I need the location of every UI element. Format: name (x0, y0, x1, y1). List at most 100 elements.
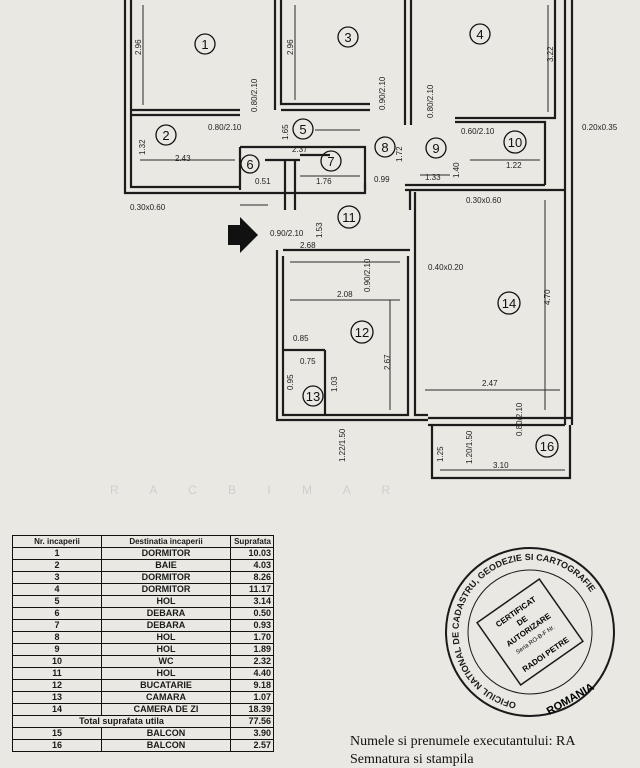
dim-r14-width: 2.47 (482, 379, 498, 388)
cell-room-purpose: HOL (101, 595, 231, 608)
dim-col-b: 0.30x0.60 (130, 203, 166, 212)
cell-room-number: 16 (12, 739, 102, 752)
dim-r10-door: 0.60/2.10 (461, 127, 495, 136)
dim-r13-a: 0.85 (293, 334, 309, 343)
room-16: 16 (540, 439, 554, 454)
room-11: 11 (342, 210, 356, 225)
dim-r13-left: 0.95 (286, 374, 295, 390)
dim-r13-height: 1.03 (330, 376, 339, 392)
dim-col-c: 0.30x0.60 (466, 196, 502, 205)
cell-area: 1.70 (230, 631, 274, 644)
cell-room-number: 9 (12, 643, 102, 656)
dim-r9-left: 0.99 (374, 175, 390, 184)
cell-area: 9.18 (230, 679, 274, 692)
dim-col-d: 0.40x0.20 (428, 263, 464, 272)
dim-door1: 0.80/2.10 (208, 123, 242, 132)
cell-area: 4.03 (230, 559, 274, 572)
cell-area: 11.17 (230, 583, 274, 596)
cell-area: 8.26 (230, 571, 274, 584)
dim-r14-height: 4.70 (543, 289, 552, 305)
dim-door2: 0.80/2.10 (250, 78, 259, 112)
dim-r16-door: 0.80/2.10 (515, 402, 524, 436)
cell-room-purpose: BALCON (101, 739, 231, 752)
floor-plan: R A C B I M A R 1 2 3 4 5 6 7 8 9 10 11 … (110, 0, 618, 497)
cell-room-number: 8 (12, 631, 102, 644)
dim-r8: 1.72 (395, 146, 404, 162)
room-8: 8 (381, 140, 388, 155)
cell-room-number: 6 (12, 607, 102, 620)
dim-r9-width: 1.33 (425, 173, 441, 182)
dimension-lines (140, 5, 565, 471)
room-1: 1 (201, 37, 208, 52)
room-12: 12 (355, 325, 369, 340)
cell-room-purpose: BALCON (101, 727, 231, 740)
dim-window-14: 1.20/1.50 (465, 430, 474, 464)
table-header: Nr. incaperii Destinatia incaperii Supra… (12, 535, 274, 548)
dim-r2-height: 1.32 (138, 139, 147, 155)
dim-r12-height: 2.67 (383, 354, 392, 370)
header-room-purpose: Destinatia incaperii (101, 535, 231, 548)
cell-room-purpose: CAMERA DE ZI (101, 703, 231, 716)
cell-room-purpose: CAMARA (101, 691, 231, 704)
header-area: Suprafata (230, 535, 274, 548)
cell-room-number: 11 (12, 667, 102, 680)
cell-area: 3.14 (230, 595, 274, 608)
room-9: 9 (432, 141, 439, 156)
walls (123, 0, 574, 480)
room-4: 4 (476, 27, 483, 42)
dim-r12-width: 2.08 (337, 290, 353, 299)
total-value: 77.56 (230, 715, 274, 728)
cell-room-number: 1 (12, 547, 102, 560)
entrance-arrow-icon (228, 217, 258, 253)
dim-r6: 0.51 (255, 177, 271, 186)
room-6: 6 (246, 157, 253, 172)
cell-room-purpose: DORMITOR (101, 583, 231, 596)
dim-entry-door: 0.90/2.10 (270, 229, 304, 238)
dim-r3-height: 2.96 (286, 39, 295, 55)
cell-room-purpose: DORMITOR (101, 571, 231, 584)
cell-area: 1.89 (230, 643, 274, 656)
dim-r12-door: 0.90/2.10 (363, 258, 372, 292)
dim-r5-height: 1.65 (281, 124, 290, 140)
dim-window-12: 1.22/1.50 (338, 428, 347, 462)
cell-room-purpose: HOL (101, 631, 231, 644)
cell-room-purpose: HOL (101, 667, 231, 680)
cell-area: 2.57 (230, 739, 274, 752)
cell-area: 2.32 (230, 655, 274, 668)
dim-r1-height: 2.96 (134, 39, 143, 55)
cell-area: 18.39 (230, 703, 274, 716)
cell-room-purpose: BAIE (101, 559, 231, 572)
cell-area: 3.90 (230, 727, 274, 740)
cell-area: 1.07 (230, 691, 274, 704)
dim-door3: 0.90/2.10 (378, 76, 387, 110)
cell-room-number: 3 (12, 571, 102, 584)
cell-room-number: 7 (12, 619, 102, 632)
cell-room-purpose: HOL (101, 643, 231, 656)
room-7: 7 (327, 154, 334, 169)
dim-r16-height: 1.25 (436, 446, 445, 462)
cell-room-purpose: DEBARA (101, 607, 231, 620)
dim-r2-width: 2.43 (175, 154, 191, 163)
dim-r13-b: 0.75 (300, 357, 316, 366)
dim-r7-width: 1.76 (316, 177, 332, 186)
executant-name-label: Numele si prenumele executantului: RA (350, 734, 576, 749)
cell-area: 0.50 (230, 607, 274, 620)
stamp-bottom-text: ROMANIA (545, 681, 597, 718)
dim-door4: 0.80/2.10 (426, 84, 435, 118)
dim-col-a: 0.20x0.35 (582, 123, 618, 132)
dim-r12-top: 2.68 (300, 241, 316, 250)
cell-room-purpose: BUCATARIE (101, 679, 231, 692)
room-10: 10 (508, 135, 522, 150)
total-label: Total suprafata utila (12, 715, 231, 728)
